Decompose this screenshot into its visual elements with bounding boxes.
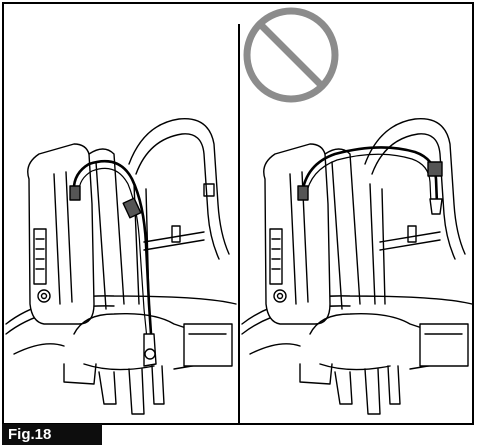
backpack-illustration-right: [241, 118, 473, 415]
backpack-illustration-left: [5, 118, 237, 415]
figure-frame: [2, 2, 474, 425]
panel-divider: [238, 24, 240, 424]
figure-label: Fig.18: [2, 424, 102, 445]
prohibited-icon: [243, 7, 339, 103]
panel-incorrect-routing: [240, 4, 474, 423]
panel-correct-routing: [4, 4, 238, 423]
